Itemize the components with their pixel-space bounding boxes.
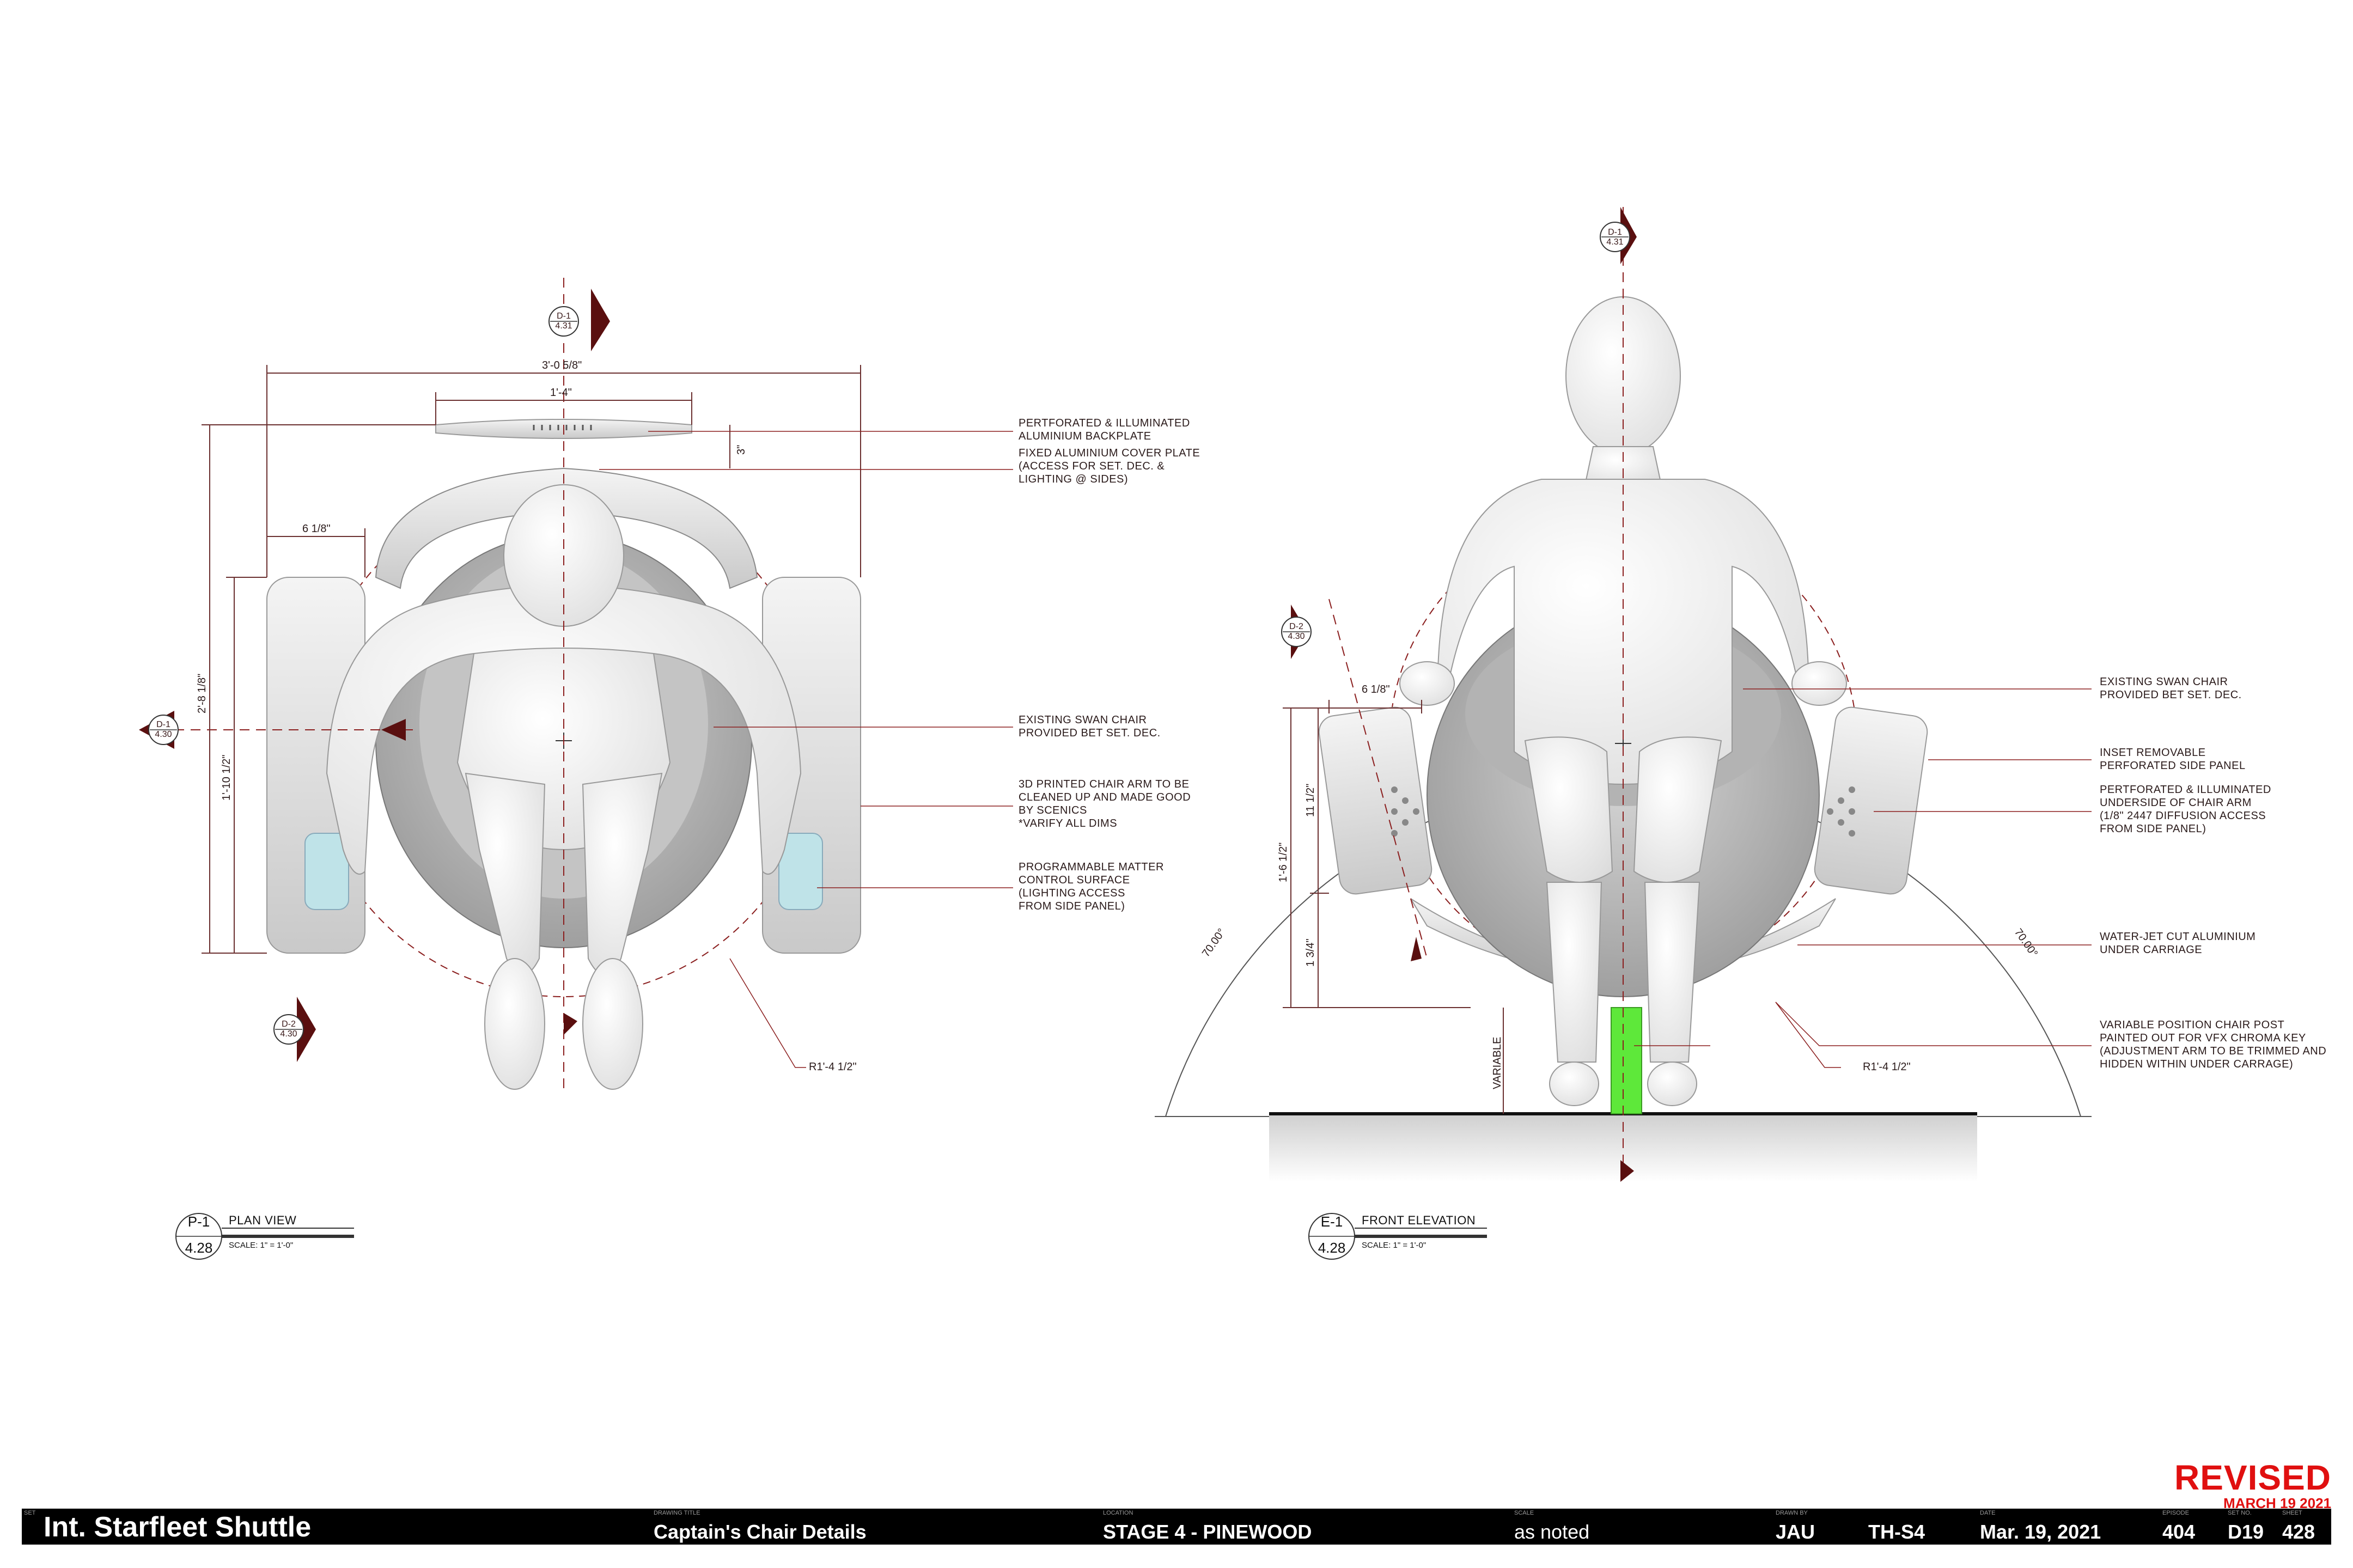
note-backplate: PERTFORATED & ILLUMINATED ALUMINIUM BACK… xyxy=(1019,417,1190,442)
dim-elev-radius: R1'-4 1/2" xyxy=(1863,1061,1911,1073)
note-swan-chair-plan: EXISTING SWAN CHAIR PROVIDED BET SET. DE… xyxy=(1019,714,1161,739)
section-tag-id: D-1 xyxy=(557,312,571,321)
tb-location: STAGE 4 - PINEWOOD xyxy=(1103,1521,1312,1543)
section-tag-sheet: 4.30 xyxy=(280,1029,297,1039)
note-arm-underside: PERTFORATED & ILLUMINATED UNDERSIDE OF C… xyxy=(2100,784,2271,835)
elevation-figure xyxy=(1399,296,1847,1106)
note-control-surface: PROGRAMMABLE MATTER CONTROL SURFACE (LIG… xyxy=(1019,861,1164,912)
tb-drawn-by-label: DRAWN BY xyxy=(1776,1510,1808,1516)
revised-label: REVISED xyxy=(2174,1458,2331,1497)
dim-elev-overall-height: 1'-6 1/2" xyxy=(1277,842,1289,882)
dim-arm-length: 1'-10 1/2" xyxy=(221,754,233,801)
section-tag-sheet: 4.30 xyxy=(155,730,172,739)
elevation-tag-sheet: 4.28 xyxy=(1318,1240,1346,1256)
note-side-panel: INSET REMOVABLE PERFORATED SIDE PANEL xyxy=(2100,747,2246,772)
dim-overall-depth: 2'-8 1/8" xyxy=(196,673,208,713)
section-tag-id: D-2 xyxy=(1289,622,1303,631)
tb-drawing-title-label: DRAWING TITLE xyxy=(654,1510,700,1516)
control-surface-right xyxy=(778,833,823,910)
tb-scale: as noted xyxy=(1514,1521,1590,1543)
tb-drawn-by: JAU xyxy=(1776,1521,1815,1543)
dim-backplate-width: 1'-4" xyxy=(550,387,572,399)
elevation-tag-id: E-1 xyxy=(1320,1213,1343,1230)
dim-arm-width: 6 1/8" xyxy=(302,523,331,535)
section-tag-id: D-1 xyxy=(1608,228,1622,237)
control-surface-left xyxy=(304,833,349,910)
tb-sheet-label: SHEET xyxy=(2282,1510,2302,1516)
elevation-title: FRONT ELEVATION xyxy=(1362,1213,1476,1227)
tb-set-no: D19 xyxy=(2228,1521,2264,1543)
dim-elev-arm-height: 11 1/2" xyxy=(1304,783,1316,817)
tb-date-label: DATE xyxy=(1980,1510,1996,1516)
note-under-carriage: WATER-JET CUT ALUMINIUM UNDER CARRIAGE xyxy=(2100,931,2256,956)
dim-overall-width: 3'-0 5/8" xyxy=(542,359,582,371)
tb-scale-label: SCALE xyxy=(1514,1510,1534,1516)
tb-drawing-title: Captain's Chair Details xyxy=(654,1521,867,1543)
plan-view-drawing xyxy=(139,278,1013,1090)
tb-set-label: SET xyxy=(24,1510,36,1516)
dim-elev-post-height: VARIABLE xyxy=(1491,1036,1503,1089)
front-elevation-drawing xyxy=(1155,207,2092,1182)
dim-radius: R1'-4 1/2" xyxy=(809,1061,857,1073)
title-block: SET Int. Starfleet Shuttle DRAWING TITLE… xyxy=(22,1509,2331,1545)
note-swan-chair-elev: EXISTING SWAN CHAIR PROVIDED BET SET. DE… xyxy=(2100,676,2242,701)
section-tag-sheet: 4.31 xyxy=(555,321,572,331)
plan-view-tag-id: P-1 xyxy=(187,1213,210,1230)
tb-code: TH-S4 xyxy=(1868,1521,1925,1543)
tb-location-label: LOCATION xyxy=(1103,1510,1133,1516)
note-chair-post: VARIABLE POSITION CHAIR POST PAINTED OUT… xyxy=(2100,1019,2327,1070)
plan-view-title: PLAN VIEW xyxy=(229,1213,297,1227)
plan-view-tag-sheet: 4.28 xyxy=(185,1240,213,1256)
section-tag-id: D-1 xyxy=(156,720,170,729)
tb-episode: 404 xyxy=(2162,1521,2196,1543)
tb-set-no-label: SET NO. xyxy=(2228,1510,2252,1516)
tb-set-name: Int. Starfleet Shuttle xyxy=(44,1511,312,1543)
revised-stamp: REVISED MARCH 19 2021 xyxy=(2174,1460,2331,1511)
tb-episode-label: EPISODE xyxy=(2162,1510,2189,1516)
dim-backplate-depth: 3" xyxy=(735,444,747,455)
front-elevation-tag-graphic xyxy=(1308,1213,1487,1260)
dim-elev-arm-width: 6 1/8" xyxy=(1362,684,1390,695)
plan-view-tag-graphic xyxy=(175,1213,354,1260)
dim-elev-base-height: 1 3/4" xyxy=(1304,938,1316,967)
elevation-scale: SCALE: 1" = 1'-0" xyxy=(1362,1241,1427,1250)
section-tag-sheet: 4.31 xyxy=(1606,237,1624,247)
plan-view-scale: SCALE: 1" = 1'-0" xyxy=(229,1241,294,1250)
note-chair-arm: 3D PRINTED CHAIR ARM TO BE CLEANED UP AN… xyxy=(1019,778,1191,829)
section-tag-id: D-2 xyxy=(282,1020,296,1029)
note-cover-plate: FIXED ALUMINIUM COVER PLATE (ACCESS FOR … xyxy=(1019,447,1200,485)
tb-sheet-no: 428 xyxy=(2282,1521,2315,1543)
chroma-post xyxy=(1611,1007,1642,1114)
revised-date: MARCH 19 2021 xyxy=(2223,1495,2331,1511)
section-tag-sheet: 4.30 xyxy=(1288,632,1305,641)
tb-date: Mar. 19, 2021 xyxy=(1980,1521,2101,1543)
